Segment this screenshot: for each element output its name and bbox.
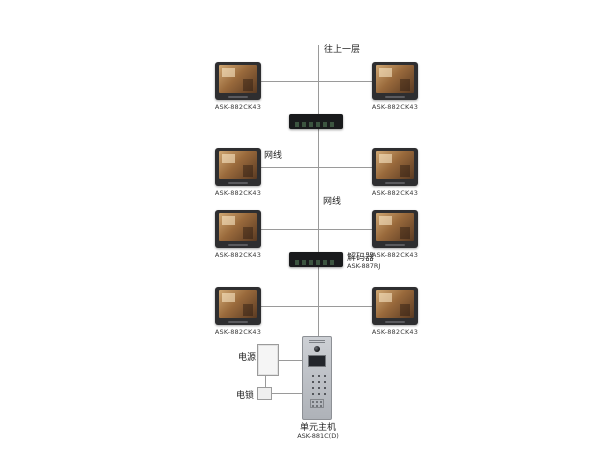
monitor-buttons — [228, 182, 248, 184]
cable-line — [261, 81, 318, 82]
power-supply-box — [257, 344, 279, 376]
monitor-label: ASK-882CK43 — [214, 189, 262, 197]
speaker-grill-icon — [309, 340, 325, 344]
monitor-screen — [219, 213, 257, 241]
to-upper-floor-label: 往上一层 — [324, 45, 361, 55]
monitor-screen — [376, 290, 414, 318]
monitor-screen — [376, 65, 414, 93]
switch-ports-icon — [295, 122, 337, 127]
monitor — [215, 210, 261, 248]
cable-line — [261, 306, 318, 307]
monitor-buttons — [385, 321, 405, 323]
monitor-screen — [376, 151, 414, 179]
power-lock-line — [265, 376, 266, 387]
monitor-buttons — [385, 182, 405, 184]
monitor — [215, 148, 261, 186]
monitor-screen — [219, 65, 257, 93]
monitor-screen — [219, 151, 257, 179]
cable-line — [261, 229, 318, 230]
cable-line — [318, 229, 372, 230]
monitor-label: ASK-882CK43 — [214, 328, 262, 336]
monitor — [372, 62, 418, 100]
monitor-label: ASK-882CK43 — [214, 251, 262, 259]
speaker-icon — [310, 399, 324, 408]
power-cable-line — [279, 360, 302, 361]
decoder-switch — [289, 252, 343, 267]
electric-lock-box — [257, 387, 272, 400]
monitor-screen — [219, 290, 257, 318]
door-station-name: 单元主机 — [299, 423, 336, 433]
monitor — [372, 148, 418, 186]
monitor — [372, 210, 418, 248]
switch-ports-icon — [295, 260, 337, 265]
monitor-label: ASK-882CK43 — [371, 103, 419, 111]
monitor-buttons — [385, 244, 405, 246]
monitor-label: ASK-882CK43 — [214, 103, 262, 111]
monitor-label: ASK-882CK43 — [371, 189, 419, 197]
monitor-buttons — [228, 244, 248, 246]
door-station-model: ASK-881C(D) — [297, 432, 339, 440]
monitor — [215, 287, 261, 325]
cable-line — [318, 167, 372, 168]
network-switch — [289, 114, 343, 129]
lock-cable-line — [272, 393, 302, 394]
cable-line — [261, 167, 318, 168]
keypad-icon — [308, 371, 326, 395]
camera-icon — [314, 346, 320, 352]
monitor-label: ASK-882CK43 — [371, 251, 419, 259]
monitor — [372, 287, 418, 325]
monitor-label: ASK-882CK43 — [371, 328, 419, 336]
cable-label: 网线 — [323, 197, 342, 207]
lock-label: 电锁 — [236, 391, 255, 401]
power-label: 电源 — [238, 353, 257, 363]
cable-line — [318, 306, 372, 307]
trunk-line — [318, 45, 319, 337]
decoder-label: 解码器 — [347, 253, 375, 263]
decoder-model-label: ASK-887RJ — [347, 262, 381, 270]
cable-label: 网线 — [264, 151, 283, 161]
monitor — [215, 62, 261, 100]
monitor-screen — [376, 213, 414, 241]
cable-line — [318, 81, 372, 82]
door-station — [302, 336, 332, 420]
door-display — [308, 355, 326, 367]
monitor-buttons — [385, 96, 405, 98]
monitor-buttons — [228, 96, 248, 98]
monitor-buttons — [228, 321, 248, 323]
